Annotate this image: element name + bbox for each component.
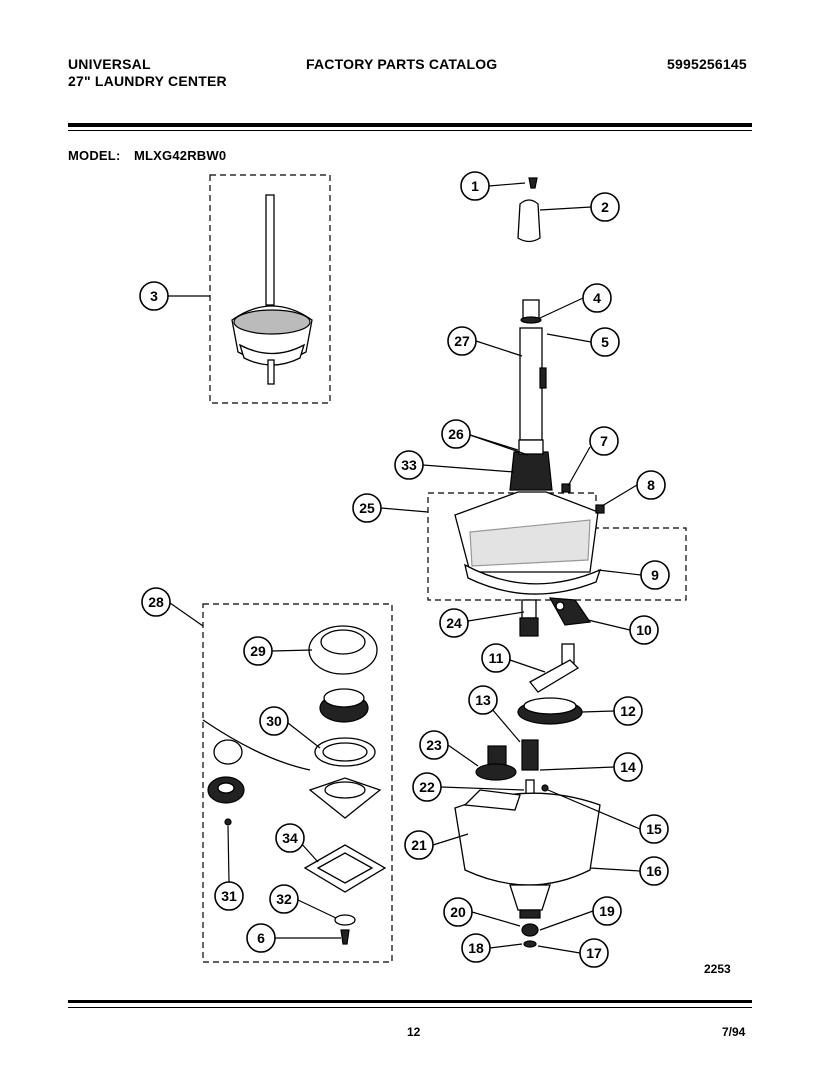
svg-text:16: 16 <box>646 863 662 879</box>
model-number: MLXG42RBW0 <box>134 148 227 163</box>
callout-14: 14 <box>613 752 643 782</box>
svg-text:3: 3 <box>150 288 158 304</box>
svg-text:25: 25 <box>359 500 375 516</box>
callout-27: 27 <box>447 326 477 356</box>
catalog-title: FACTORY PARTS CATALOG <box>306 56 498 72</box>
upper-gear-case-part <box>454 483 605 637</box>
svg-text:8: 8 <box>647 477 655 493</box>
catalog-number: 5995256145 <box>667 56 747 72</box>
footer-rule-thin <box>68 1007 752 1008</box>
svg-text:28: 28 <box>148 594 164 610</box>
svg-text:2: 2 <box>601 199 609 215</box>
svg-text:18: 18 <box>468 940 484 956</box>
svg-text:10: 10 <box>636 622 652 638</box>
callout-9: 9 <box>640 560 670 590</box>
svg-text:20: 20 <box>450 904 466 920</box>
svg-text:31: 31 <box>221 888 237 904</box>
svg-text:29: 29 <box>250 643 266 659</box>
svg-text:13: 13 <box>475 692 491 708</box>
callout-23: 23 <box>419 730 449 760</box>
product-name: 27" LAUNDRY CENTER <box>68 73 227 89</box>
svg-text:9: 9 <box>651 567 659 583</box>
callout-3: 3 <box>139 281 169 311</box>
svg-text:12: 12 <box>620 703 636 719</box>
svg-text:14: 14 <box>620 759 636 775</box>
agitator-shaft-stack <box>509 177 553 491</box>
page-number: 12 <box>407 1025 421 1039</box>
svg-text:6: 6 <box>257 930 265 946</box>
svg-text:19: 19 <box>599 903 615 919</box>
svg-text:5: 5 <box>601 334 609 350</box>
callout-31: 31 <box>214 881 244 911</box>
callout-34: 34 <box>275 823 305 853</box>
callout-7: 7 <box>589 426 619 456</box>
callout-11: 11 <box>481 643 511 673</box>
callout-10: 10 <box>629 615 659 645</box>
footer-rule-thick <box>68 1000 752 1003</box>
transmission-gear-parts <box>475 643 583 831</box>
callout-25: 25 <box>352 493 382 523</box>
lower-gear-case-part <box>454 789 601 948</box>
header-rule-thick <box>68 123 752 127</box>
group-box-25 <box>427 492 687 601</box>
svg-text:32: 32 <box>276 891 292 907</box>
callout-22: 22 <box>412 772 442 802</box>
svg-text:30: 30 <box>266 713 282 729</box>
header-rule-thin <box>68 130 752 131</box>
svg-text:24: 24 <box>446 615 462 631</box>
callout-17: 17 <box>579 938 609 968</box>
svg-text:4: 4 <box>593 290 601 306</box>
brand-name: UNIVERSAL <box>68 56 151 72</box>
callout-20: 20 <box>443 897 473 927</box>
svg-text:11: 11 <box>489 650 504 666</box>
callout-26: 26 <box>441 419 471 449</box>
transmission-assembly-part <box>231 194 313 385</box>
callout-15: 15 <box>639 814 669 844</box>
callout-1: 1 <box>460 171 490 201</box>
catalog-date: 7/94 <box>722 1025 746 1039</box>
callout-8: 8 <box>636 470 666 500</box>
callout-12: 12 <box>613 696 643 726</box>
callout-30: 30 <box>259 706 289 736</box>
svg-text:34: 34 <box>282 830 298 846</box>
callout-13: 13 <box>468 685 498 715</box>
callout-33: 33 <box>394 450 424 480</box>
callout-28: 28 <box>141 587 171 617</box>
callout-16: 16 <box>639 856 669 886</box>
svg-text:23: 23 <box>426 737 442 753</box>
callout-2: 2 <box>590 192 620 222</box>
svg-text:7: 7 <box>600 433 608 449</box>
callout-18: 18 <box>461 933 491 963</box>
model-label: MODEL: <box>68 148 121 163</box>
figure-number: 2253 <box>704 962 731 976</box>
callout-4: 4 <box>582 283 612 313</box>
svg-text:27: 27 <box>454 333 470 349</box>
svg-text:15: 15 <box>646 821 662 837</box>
leader-lines <box>168 182 642 954</box>
callout-6: 6 <box>246 923 276 953</box>
callout-21: 21 <box>404 830 434 860</box>
svg-text:33: 33 <box>401 457 417 473</box>
svg-text:1: 1 <box>471 178 479 194</box>
callout-29: 29 <box>243 636 273 666</box>
callout-24: 24 <box>439 608 469 638</box>
svg-text:21: 21 <box>411 837 427 853</box>
svg-text:26: 26 <box>448 426 464 442</box>
group-box-3 <box>209 174 331 404</box>
callout-19: 19 <box>592 896 622 926</box>
svg-text:17: 17 <box>586 945 602 961</box>
callout-32: 32 <box>269 884 299 914</box>
group-box-28 <box>202 603 393 963</box>
seal-kit-parts <box>202 625 387 945</box>
callout-5: 5 <box>590 327 620 357</box>
svg-text:22: 22 <box>419 779 435 795</box>
